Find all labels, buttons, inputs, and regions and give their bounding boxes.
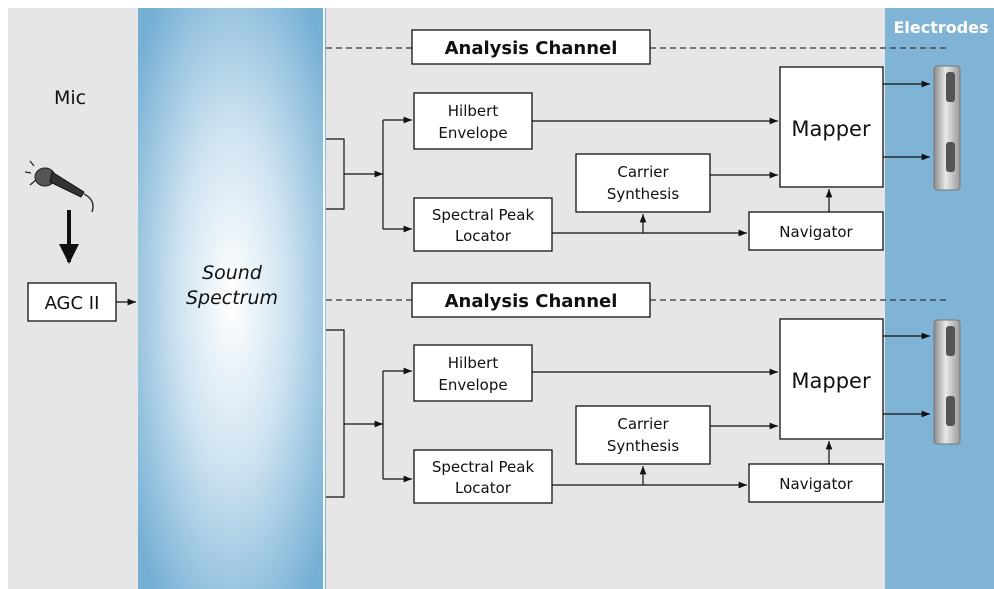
spectrum-label-line2: Spectrum [186, 287, 278, 309]
microphone-icon [24, 160, 94, 213]
mapper-box [779, 66, 884, 188]
analysis-channel-2: Analysis Channel Hilbert Envelope Spectr… [326, 282, 961, 504]
mic-label: Mic [54, 87, 86, 109]
channel-title: Analysis Channel [445, 38, 618, 59]
carrier-line1: Carrier [617, 163, 669, 181]
navigator-label: Navigator [779, 223, 853, 241]
hilbert-line2: Envelope [438, 124, 507, 142]
hilbert-line1: Hilbert [448, 354, 499, 372]
sound-spectrum-band [138, 8, 326, 589]
agc-label: AGC II [45, 293, 100, 314]
hilbert-envelope-box [413, 92, 533, 150]
spectral-line1: Spectral Peak [432, 206, 535, 224]
mapper-box [779, 318, 884, 440]
agc-box [27, 282, 117, 322]
spectral-peak-locator-box [413, 197, 553, 252]
spectrum-label-line1: Sound [202, 262, 263, 284]
navigator-box [748, 211, 884, 251]
carrier-synthesis-box [575, 153, 711, 213]
channel-title-box [411, 282, 651, 318]
carrier-line2: Synthesis [607, 437, 680, 455]
electrode-array-icon [933, 319, 961, 445]
electrodes-label: Electrodes [893, 18, 988, 37]
carrier-line1: Carrier [617, 415, 669, 433]
navigator-box [748, 463, 884, 503]
hilbert-line1: Hilbert [448, 102, 499, 120]
carrier-line2: Synthesis [607, 185, 680, 203]
mapper-label: Mapper [791, 117, 871, 141]
channel-title-box [411, 29, 651, 65]
spectral-line2: Locator [455, 479, 512, 497]
carrier-synthesis-box [575, 405, 711, 465]
mapper-label: Mapper [791, 369, 871, 393]
hilbert-envelope-box [413, 344, 533, 402]
spectral-line1: Spectral Peak [432, 458, 535, 476]
channel-title: Analysis Channel [445, 291, 618, 312]
hilbert-line2: Envelope [438, 376, 507, 394]
electrode-array-icon [933, 65, 961, 191]
input-bracket [326, 329, 345, 498]
navigator-label: Navigator [779, 475, 853, 493]
spectral-peak-locator-box [413, 449, 553, 504]
spectral-line2: Locator [455, 227, 512, 245]
analysis-channel-1: Analysis Channel Hilbert Envelope Spectr… [326, 29, 961, 252]
